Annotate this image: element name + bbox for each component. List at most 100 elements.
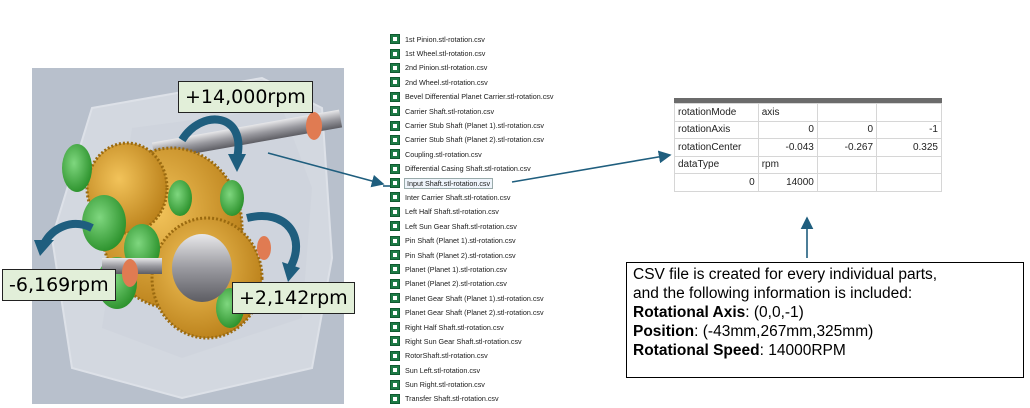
file-name: Left Half Shaft.stl-rotation.csv (405, 207, 499, 217)
info-speed-label: Rotational Speed (633, 342, 760, 359)
file-item[interactable]: Pin Shaft (Planet 1).stl-rotation.csv (390, 233, 590, 247)
file-name: Planet (Planet 2).stl-rotation.csv (405, 279, 507, 289)
info-line-1: CSV file is created for every individual… (633, 266, 938, 283)
file-item[interactable]: Sun Left.stl-rotation.csv (390, 363, 590, 377)
file-name: Pin Shaft (Planet 1).stl-rotation.csv (405, 236, 516, 246)
file-item[interactable]: Planet Gear Shaft (Planet 1).stl-rotatio… (390, 291, 590, 305)
file-name: Carrier Stub Shaft (Planet 2).stl-rotati… (405, 135, 545, 145)
csv-cell[interactable] (876, 173, 942, 192)
file-item[interactable]: Bevel Differential Planet Carrier.stl-ro… (390, 90, 590, 104)
bearing-1 (62, 144, 92, 192)
csv-cell[interactable]: 14000 (757, 173, 818, 192)
file-name: 2nd Wheel.stl-rotation.csv (405, 77, 488, 87)
file-item[interactable]: Pin Shaft (Planet 2).stl-rotation.csv (390, 248, 590, 262)
csv-cell[interactable]: -1 (876, 120, 942, 139)
file-name: Carrier Shaft.stl-rotation.csv (405, 106, 495, 116)
file-item[interactable]: Differential Casing Shaft.stl-rotation.c… (390, 162, 590, 176)
file-item[interactable]: RotorShaft.stl-rotation.csv (390, 349, 590, 363)
csv-file-icon (390, 91, 400, 102)
csv-cell[interactable]: rotationAxis (674, 120, 759, 139)
csv-file-icon (390, 365, 400, 376)
csv-file-icon (390, 48, 400, 59)
file-item[interactable]: Inter Carrier Shaft.stl-rotation.csv (390, 190, 590, 204)
csv-cell[interactable]: 0 (816, 120, 878, 139)
rpm-label-right: +2,142rpm (232, 282, 355, 314)
file-item[interactable]: Right Sun Gear Shaft.stl-rotation.csv (390, 334, 590, 348)
csv-file-icon (390, 322, 400, 332)
csv-cell[interactable] (876, 103, 942, 122)
file-item[interactable]: Left Half Shaft.stl-rotation.csv (390, 205, 590, 219)
file-name: Right Sun Gear Shaft.stl-rotation.csv (405, 336, 522, 346)
file-item[interactable]: Left Sun Gear Shaft.stl-rotation.csv (390, 219, 590, 233)
csv-cell[interactable] (876, 155, 942, 174)
info-position-label: Position (633, 323, 695, 340)
csv-file-icon (390, 264, 400, 275)
file-item[interactable]: Planet (Planet 1).stl-rotation.csv (390, 262, 590, 276)
file-item[interactable]: Sun Right.stl-rotation.csv (390, 377, 590, 391)
bearing-4 (168, 180, 192, 216)
csv-cell[interactable] (816, 155, 878, 174)
csv-cell[interactable]: rotationMode (674, 103, 759, 122)
file-item[interactable]: Right Half Shaft.stl-rotation.csv (390, 320, 590, 334)
file-name: Right Half Shaft.stl-rotation.csv (405, 322, 504, 332)
csv-file-icon (390, 178, 400, 189)
csv-cell[interactable] (816, 173, 878, 192)
csv-file-icon (390, 393, 400, 404)
csv-cell[interactable]: 0 (674, 173, 759, 192)
file-item[interactable]: Carrier Shaft.stl-rotation.csv (390, 104, 590, 118)
bearing-5 (220, 180, 244, 216)
file-item[interactable]: 2nd Wheel.stl-rotation.csv (390, 75, 590, 89)
rpm-label-input: +14,000rpm (178, 81, 313, 113)
info-axis: Rotational Axis: (0,0,-1) (633, 303, 1017, 322)
csv-cell[interactable]: 0 (757, 120, 818, 139)
csv-cell[interactable]: axis (757, 103, 818, 122)
file-item[interactable]: Planet (Planet 2).stl-rotation.csv (390, 277, 590, 291)
csv-cell[interactable]: -0.043 (757, 138, 818, 157)
info-axis-label: Rotational Axis (633, 304, 746, 321)
file-list: 1st Pinion.stl-rotation.csv 1st Wheel.stl… (390, 32, 590, 406)
file-name: 1st Wheel.stl-rotation.csv (405, 49, 486, 59)
csv-file-icon (390, 134, 400, 145)
csv-cell[interactable]: -0.267 (816, 138, 878, 157)
right-collar (257, 236, 271, 260)
file-name: Planet Gear Shaft (Planet 2).stl-rotatio… (405, 308, 544, 318)
csv-cell[interactable] (816, 103, 878, 122)
file-item[interactable]: 1st Pinion.stl-rotation.csv (390, 32, 590, 46)
csv-file-icon (390, 293, 400, 304)
file-item[interactable]: Carrier Stub Shaft (Planet 1).stl-rotati… (390, 118, 590, 132)
csv-cell[interactable]: dataType (674, 155, 759, 174)
file-item[interactable]: Planet Gear Shaft (Planet 2).stl-rotatio… (390, 305, 590, 319)
file-name: RotorShaft.stl-rotation.csv (405, 351, 488, 361)
rotation-arrow-right (246, 212, 300, 270)
csv-file-icon (390, 77, 400, 88)
file-item[interactable]: Coupling.stl-rotation.csv (390, 147, 590, 161)
file-item[interactable]: Input Shaft.stl-rotation.csv (390, 176, 590, 190)
csv-cell[interactable]: rotationCenter (674, 138, 759, 157)
rotation-arrow-top (178, 115, 243, 159)
info-speed: Rotational Speed: 14000RPM (633, 341, 1017, 360)
csv-file-icon (390, 120, 400, 131)
file-item[interactable]: 1st Wheel.stl-rotation.csv (390, 46, 590, 60)
info-position-value: : (-43mm,267mm,325mm) (694, 323, 874, 340)
csv-cell[interactable]: rpm (757, 155, 818, 174)
info-axis-value: : (0,0,-1) (745, 304, 804, 321)
info-speed-value: : 14000RPM (759, 342, 846, 359)
input-shaft-collar (306, 112, 322, 140)
file-item[interactable]: Carrier Stub Shaft (Planet 2).stl-rotati… (390, 133, 590, 147)
rotation-arrow-top-head (228, 154, 246, 172)
csv-file-icon (390, 192, 400, 203)
file-name: Planet (Planet 1).stl-rotation.csv (405, 264, 507, 274)
csv-cell[interactable]: 0.325 (876, 138, 942, 157)
csv-file-icon (390, 149, 400, 160)
gearbox-render (32, 68, 344, 404)
arrow-render-to-file (267, 152, 385, 188)
file-item[interactable]: 2nd Pinion.stl-rotation.csv (390, 61, 590, 75)
file-item[interactable]: Transfer Shaft.stl-rotation.csv (390, 392, 590, 406)
csv-file-icon (390, 307, 400, 318)
